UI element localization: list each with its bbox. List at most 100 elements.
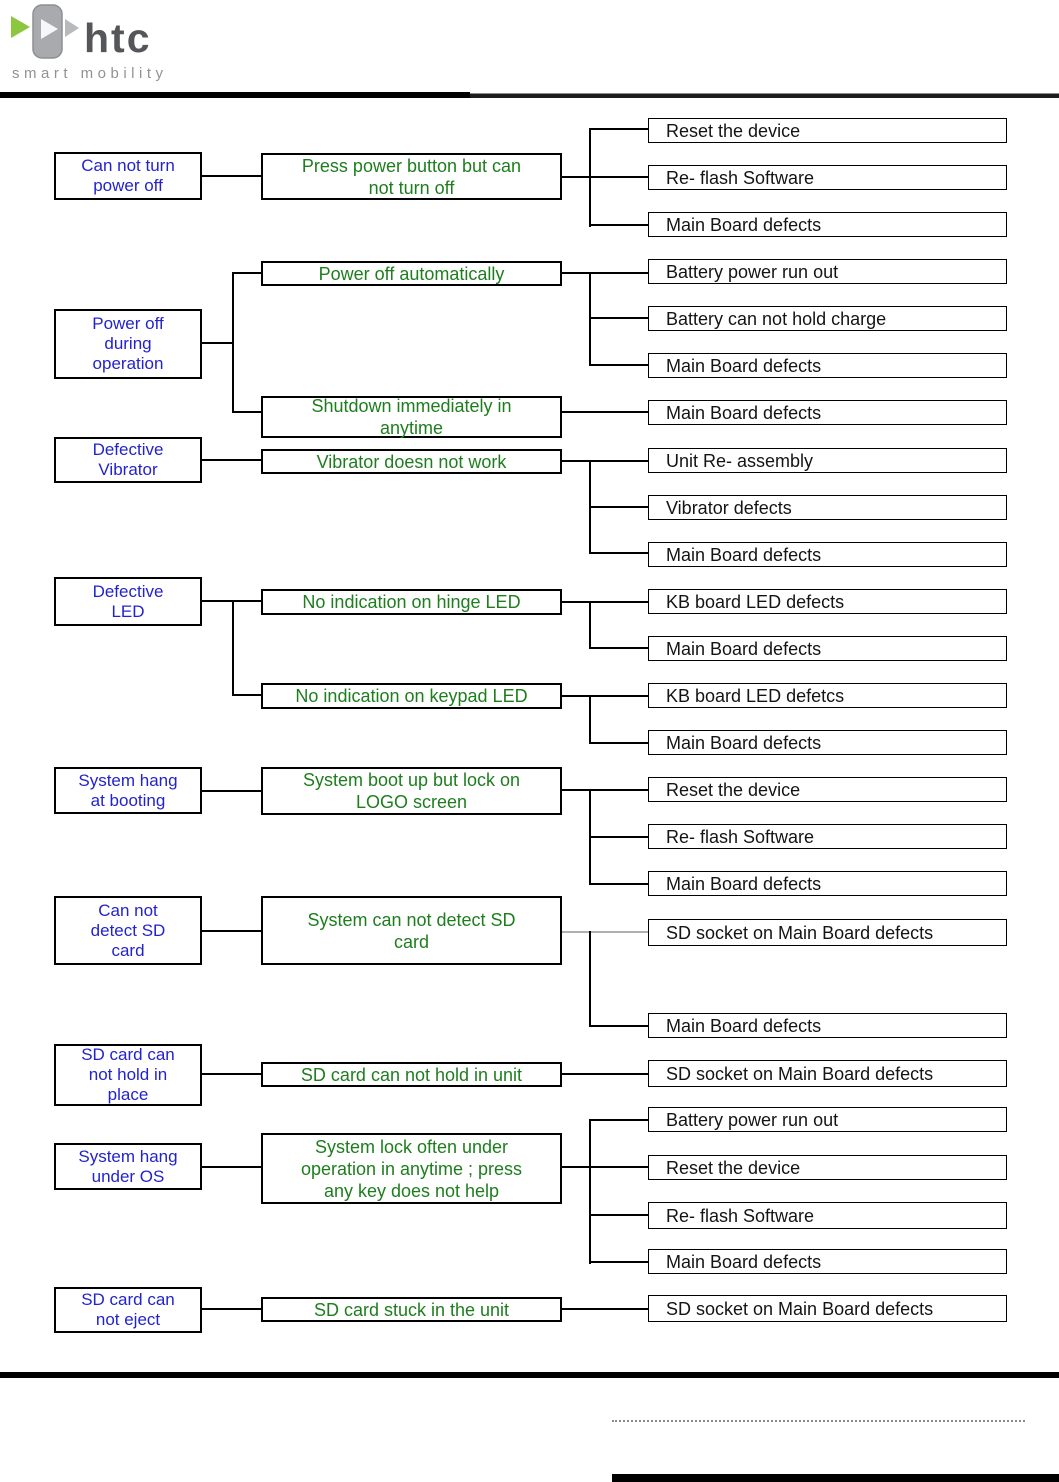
- htc-logo: htc smart mobility: [8, 4, 178, 82]
- connector-line: [562, 411, 648, 413]
- connector-line: [202, 342, 233, 344]
- condition-system-can-not-detect-sd-card: System can not detect SD card: [261, 896, 562, 965]
- cause-sd-socket-defects: SD socket on Main Board defects: [648, 1295, 1007, 1322]
- connector-line: [562, 931, 648, 933]
- condition-no-indication-hinge-led: No indication on hinge LED: [261, 589, 562, 615]
- cause-main-board-defects: Main Board defects: [648, 871, 1007, 896]
- connector-line: [589, 883, 648, 885]
- connector-line: [589, 1119, 648, 1121]
- connector-line: [589, 1119, 591, 1264]
- symptom-defective-vibrator: Defective Vibrator: [54, 437, 202, 483]
- logo-green-arrow-icon: [11, 16, 30, 38]
- cause-unit-re-assembly: Unit Re- assembly: [648, 448, 1007, 473]
- connector-line: [202, 1308, 261, 1310]
- connector-line: [589, 224, 648, 226]
- connector-line: [232, 272, 261, 274]
- logo-white-arrow-icon: [41, 19, 58, 39]
- logo-gray-arrow-icon: [65, 19, 79, 37]
- connector-line: [589, 1261, 648, 1263]
- connector-line: [562, 460, 648, 462]
- symptom-can-not-turn-power-off: Can not turn power off: [54, 152, 202, 200]
- cause-main-board-defects: Main Board defects: [648, 353, 1007, 378]
- symptom-defective-led: Defective LED: [54, 577, 202, 626]
- condition-system-lock-under-operation: System lock often under operation in any…: [261, 1133, 562, 1204]
- connector-line: [562, 601, 648, 603]
- connector-line: [232, 694, 261, 696]
- connector-line: [562, 1308, 648, 1310]
- htc-tagline: smart mobility: [12, 65, 168, 82]
- cause-main-board-defects: Main Board defects: [648, 730, 1007, 755]
- footer-bar: [612, 1474, 1059, 1482]
- cause-reset-the-device: Reset the device: [648, 1155, 1007, 1180]
- connector-line: [589, 1025, 648, 1027]
- connector-line: [589, 552, 648, 554]
- connector-line: [202, 1166, 261, 1168]
- condition-lock-on-logo-screen: System boot up but lock on LOGO screen: [261, 767, 562, 815]
- connector-line: [589, 128, 591, 227]
- connector-line: [589, 272, 591, 366]
- cause-sd-socket-defects: SD socket on Main Board defects: [648, 1060, 1007, 1087]
- connector-line: [232, 411, 261, 413]
- condition-sd-card-stuck: SD card stuck in the unit: [261, 1297, 562, 1322]
- connector-line: [202, 600, 233, 602]
- connector-line: [589, 1214, 648, 1216]
- cause-main-board-defects: Main Board defects: [648, 542, 1007, 567]
- cause-main-board-defects: Main Board defects: [648, 1013, 1007, 1038]
- connector-line: [589, 317, 648, 319]
- cause-main-board-defects: Main Board defects: [648, 1249, 1007, 1274]
- cause-battery-power-run-out: Battery power run out: [648, 259, 1007, 284]
- symptom-sd-card-can-not-hold-in-place: SD card can not hold in place: [54, 1044, 202, 1106]
- symptom-power-off-during-operation: Power off during operation: [54, 309, 202, 379]
- connector-line: [589, 742, 648, 744]
- header-rule-right: [470, 93, 1059, 98]
- connector-line: [202, 175, 261, 177]
- cause-kb-board-led-defects: KB board LED defects: [648, 589, 1007, 614]
- htc-logo-graphic: htc: [11, 4, 152, 61]
- symptom-system-hang-under-os: System hang under OS: [54, 1143, 202, 1190]
- connector-line: [589, 695, 591, 744]
- connector-line: [232, 600, 261, 602]
- cause-vibrator-defects: Vibrator defects: [648, 495, 1007, 520]
- connector-line: [589, 836, 648, 838]
- cause-re-flash-software: Re- flash Software: [648, 1202, 1007, 1229]
- footer-rule: [0, 1372, 1059, 1378]
- connector-line: [589, 931, 591, 1026]
- connector-line: [202, 930, 261, 932]
- connector-line: [562, 1073, 648, 1075]
- cause-main-board-defects: Main Board defects: [648, 212, 1007, 237]
- connector-line: [589, 128, 648, 130]
- connector-line: [589, 364, 648, 366]
- connector-line: [202, 459, 261, 461]
- cause-main-board-defects: Main Board defects: [648, 400, 1007, 425]
- connector-line: [202, 1073, 261, 1075]
- condition-sd-card-not-hold-in-unit: SD card can not hold in unit: [261, 1062, 562, 1087]
- cause-main-board-defects: Main Board defects: [648, 636, 1007, 661]
- cause-kb-board-led-defetcs: KB board LED defetcs: [648, 683, 1007, 708]
- symptom-can-not-detect-sd-card: Can not detect SD card: [54, 896, 202, 965]
- condition-press-power-button: Press power button but can not turn off: [261, 153, 562, 200]
- condition-no-indication-keypad-led: No indication on keypad LED: [261, 683, 562, 709]
- connector-line: [202, 790, 261, 792]
- condition-power-off-automatically: Power off automatically: [261, 261, 562, 286]
- connector-line: [562, 176, 648, 178]
- connector-line: [589, 647, 648, 649]
- cause-re-flash-software: Re- flash Software: [648, 165, 1007, 190]
- cause-battery-power-run-out: Battery power run out: [648, 1107, 1007, 1132]
- footer-dotted-line: [612, 1420, 1025, 1422]
- symptom-sd-card-can-not-eject: SD card can not eject: [54, 1287, 202, 1333]
- connector-line: [589, 506, 648, 508]
- connector-line: [562, 695, 648, 697]
- cause-reset-the-device: Reset the device: [648, 777, 1007, 802]
- connector-line: [232, 272, 234, 413]
- condition-shutdown-immediately: Shutdown immediately in anytime: [261, 396, 562, 438]
- cause-re-flash-software: Re- flash Software: [648, 824, 1007, 849]
- header-rule: [0, 92, 470, 98]
- condition-vibrator-does-not-work: Vibrator doesn not work: [261, 449, 562, 474]
- connector-line: [562, 272, 648, 274]
- cause-sd-socket-defects: SD socket on Main Board defects: [648, 919, 1007, 946]
- cause-reset-the-device: Reset the device: [648, 118, 1007, 143]
- htc-brand-text: htc: [84, 15, 152, 61]
- connector-line: [562, 789, 648, 791]
- connector-line: [589, 601, 591, 649]
